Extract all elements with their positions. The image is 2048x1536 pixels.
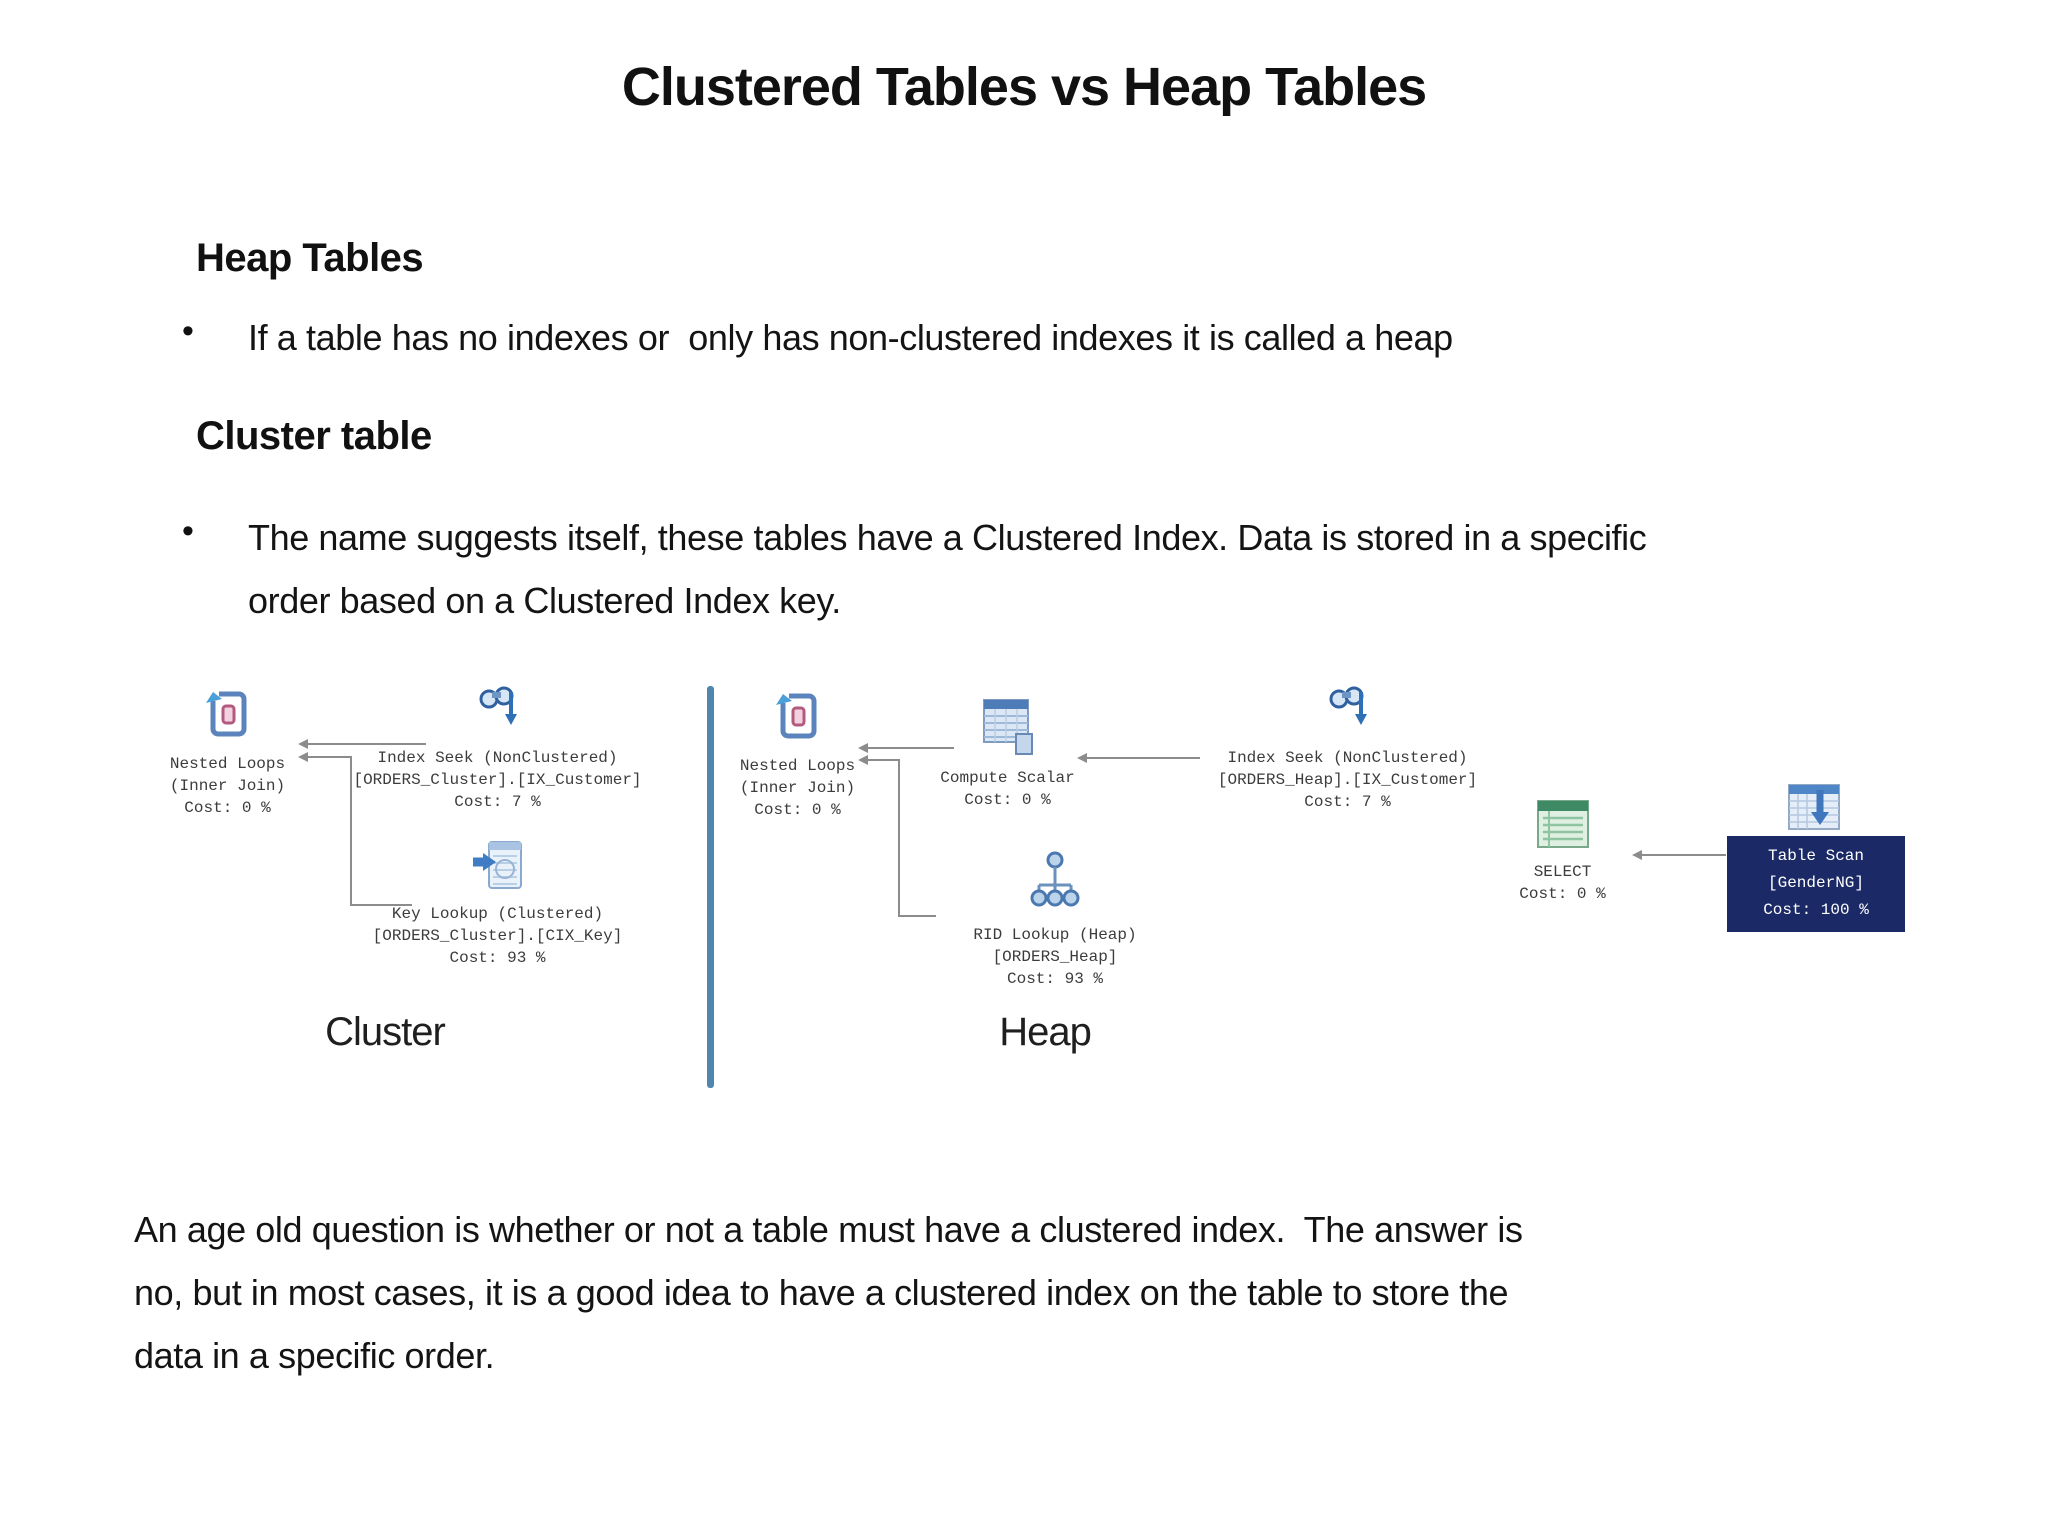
heap-tables-bullet: If a table has no indexes or only has no… xyxy=(248,317,1453,358)
node-cost: Cost: 93 % xyxy=(1006,970,1103,988)
node-object: [ORDERS_Heap] xyxy=(992,948,1118,966)
node-cost: Cost: 0 % xyxy=(754,801,841,819)
node-cost: Cost: 0 % xyxy=(964,791,1051,809)
arrow-elbow-horizontal xyxy=(350,904,412,906)
node-label: Index Seek (NonClustered) xyxy=(1227,749,1468,767)
arrow-elbow-horizontal xyxy=(898,915,936,917)
arrowhead-icon xyxy=(298,752,308,762)
plan-node-compute-scalar: Compute Scalar Cost: 0 % xyxy=(860,698,1155,811)
node-sublabel: (Inner Join) xyxy=(739,779,856,797)
table-scan-highlight-box: Table Scan [GenderNG] Cost: 100 % xyxy=(1727,836,1905,932)
arrow-ridlookup-to-nestedloops xyxy=(868,759,900,761)
arrow-indexseek-to-computescalar xyxy=(1087,757,1200,759)
arrow-computescalar-to-nestedloops xyxy=(868,747,954,749)
plan-node-nested-loops-heap: Nested Loops (Inner Join) Cost: 0 % xyxy=(715,688,880,821)
node-cost: Cost: 0 % xyxy=(1519,885,1606,903)
arrow-elbow-vertical xyxy=(898,759,900,917)
node-label: Compute Scalar xyxy=(940,769,1075,787)
arrow-elbow-vertical xyxy=(350,756,352,906)
node-cost: Cost: 0 % xyxy=(184,799,271,817)
index-seek-icon xyxy=(1200,680,1495,743)
arrow-indexseek-to-nestedloops xyxy=(308,743,426,745)
cluster-side-label: Cluster xyxy=(325,1010,446,1054)
arrow-keylookup-to-nestedloops xyxy=(308,756,352,758)
node-label: Key Lookup (Clustered) xyxy=(391,905,604,923)
node-sublabel: (Inner Join) xyxy=(169,777,286,795)
arrow-tablescan-to-select xyxy=(1642,854,1726,856)
node-cost: Cost: 100 % xyxy=(1763,901,1869,919)
select-table-icon xyxy=(1475,798,1650,857)
arrowhead-icon xyxy=(298,739,308,749)
rid-lookup-icon xyxy=(910,851,1200,920)
cluster-table-heading: Cluster table xyxy=(196,414,432,458)
compute-scalar-icon xyxy=(860,698,1155,763)
plan-node-index-seek-cluster: Index Seek (NonClustered) [ORDERS_Cluste… xyxy=(350,680,645,813)
table-scan-icon xyxy=(1786,782,1842,837)
node-label: Index Seek (NonClustered) xyxy=(377,749,618,767)
node-object: [ORDERS_Cluster].[CIX_Key] xyxy=(372,927,623,945)
node-label: Table Scan xyxy=(1767,847,1864,865)
nested-loops-icon xyxy=(715,688,880,751)
plan-node-select: SELECT Cost: 0 % xyxy=(1475,798,1650,905)
node-object: [GenderNG] xyxy=(1767,874,1864,892)
node-label: RID Lookup (Heap) xyxy=(973,926,1137,944)
bullet-marker: • xyxy=(182,312,194,350)
node-object: [ORDERS_Cluster].[IX_Customer] xyxy=(353,771,642,789)
vertical-divider xyxy=(707,686,714,1088)
node-cost: Cost: 7 % xyxy=(1304,793,1391,811)
node-label: Nested Loops xyxy=(739,757,856,775)
key-lookup-icon xyxy=(350,840,645,899)
closing-paragraph: An age old question is whether or not a … xyxy=(134,1209,1533,1376)
index-seek-icon xyxy=(350,680,645,743)
arrowhead-icon xyxy=(1632,850,1642,860)
plan-node-key-lookup-cluster: Key Lookup (Clustered) [ORDERS_Cluster].… xyxy=(350,840,645,969)
page-title: Clustered Tables vs Heap Tables xyxy=(621,57,1427,117)
heap-side-label: Heap xyxy=(999,1010,1092,1054)
arrowhead-icon xyxy=(858,755,868,765)
node-label: Nested Loops xyxy=(169,755,286,773)
plan-node-nested-loops-cluster: Nested Loops (Inner Join) Cost: 0 % xyxy=(145,686,310,819)
node-cost: Cost: 7 % xyxy=(454,793,541,811)
arrowhead-icon xyxy=(1077,753,1087,763)
cluster-table-bullet: The name suggests itself, these tables h… xyxy=(248,517,1656,621)
node-cost: Cost: 93 % xyxy=(449,949,546,967)
node-label: SELECT xyxy=(1533,863,1592,881)
nested-loops-icon xyxy=(145,686,310,749)
plan-node-index-seek-heap: Index Seek (NonClustered) [ORDERS_Heap].… xyxy=(1200,680,1495,813)
bullet-marker: • xyxy=(182,512,194,550)
node-object: [ORDERS_Heap].[IX_Customer] xyxy=(1217,771,1478,789)
arrowhead-icon xyxy=(858,743,868,753)
plan-node-rid-lookup: RID Lookup (Heap) [ORDERS_Heap] Cost: 93… xyxy=(910,851,1200,990)
heap-tables-heading: Heap Tables xyxy=(196,236,424,280)
